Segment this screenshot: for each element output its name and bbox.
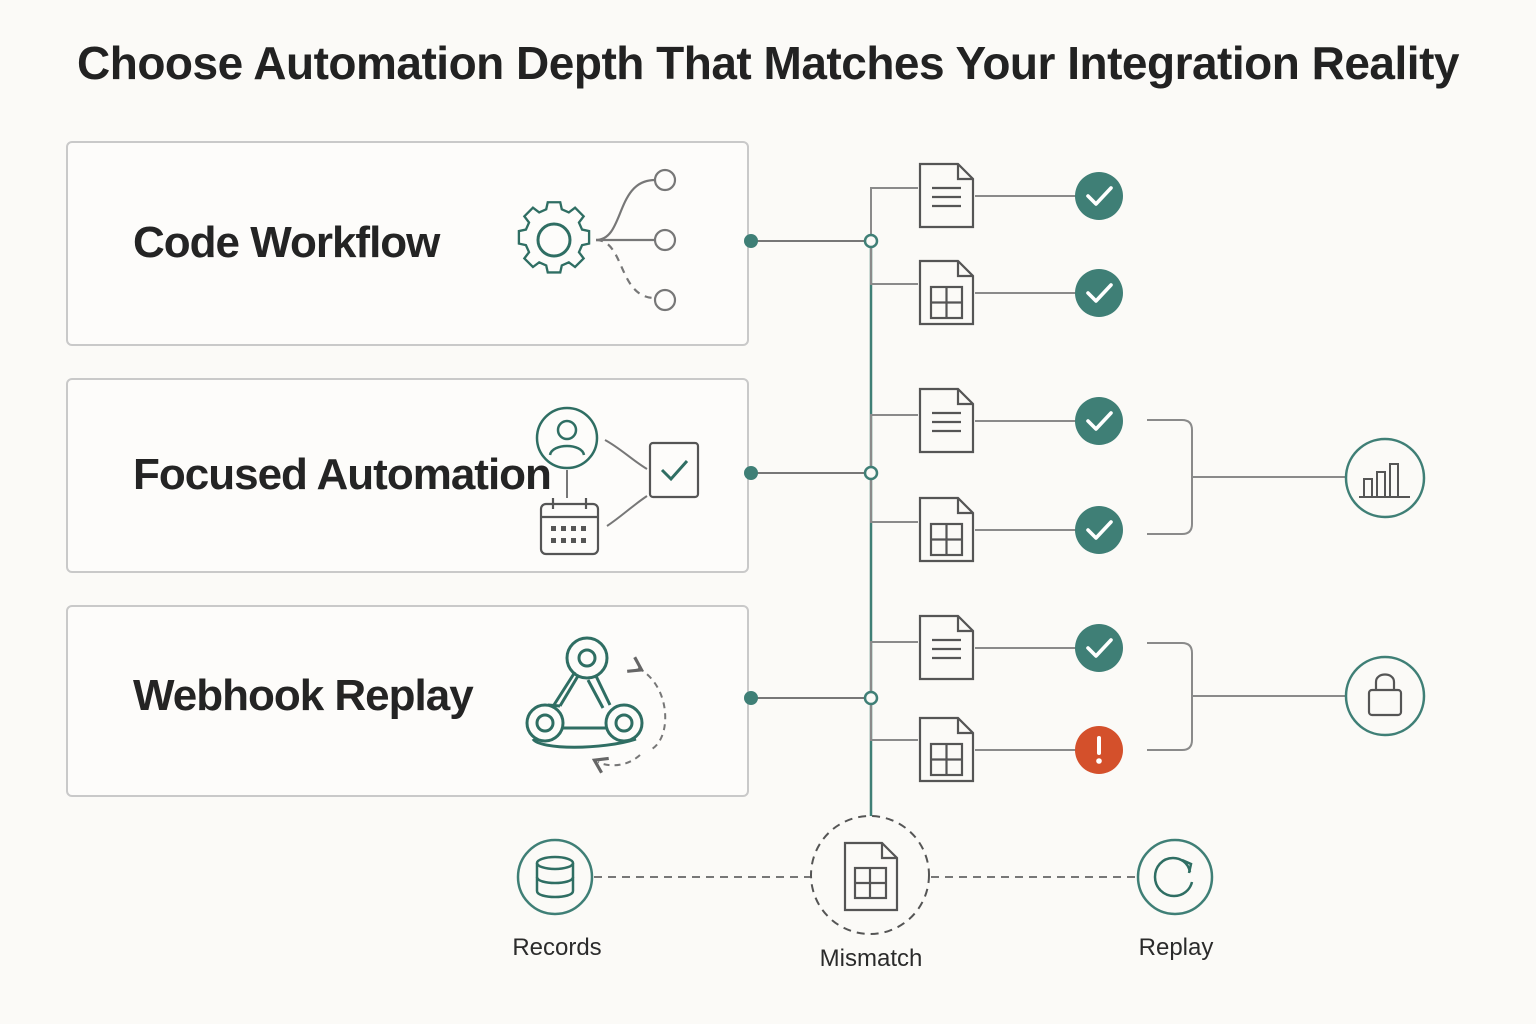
check-icon xyxy=(1075,397,1123,445)
gear-branch-icon xyxy=(517,168,677,312)
mismatch-spreadsheet-icon xyxy=(810,815,930,935)
connector-dot-1 xyxy=(744,234,758,248)
check-icon xyxy=(1075,506,1123,554)
records-label: Records xyxy=(512,934,602,961)
connector-dot-3 xyxy=(744,691,758,705)
panel-label-focused-automation: Focused Automation xyxy=(133,450,552,499)
mismatch-label: Mismatch xyxy=(819,945,923,972)
connector-dot-2 xyxy=(744,466,758,480)
output-row xyxy=(918,496,1123,563)
lock-icon xyxy=(1344,655,1426,737)
spreadsheet-icon xyxy=(918,496,975,563)
document-icon xyxy=(918,162,975,229)
outputs xyxy=(918,162,1123,783)
junction-2 xyxy=(863,465,879,481)
document-icon xyxy=(918,387,975,454)
spreadsheet-icon xyxy=(918,716,975,783)
output-row xyxy=(918,387,1123,454)
output-row xyxy=(918,162,1123,229)
panel-label-webhook-replay: Webhook Replay xyxy=(133,671,474,720)
error-icon xyxy=(1075,726,1123,774)
branch-lines xyxy=(870,187,918,741)
panel-focused-automation[interactable] xyxy=(66,378,749,573)
aggregate-brackets xyxy=(1147,419,1345,751)
bar-chart-icon xyxy=(1344,437,1426,519)
panel-webhook-replay[interactable] xyxy=(66,605,749,797)
user-calendar-task-icon xyxy=(535,406,700,556)
check-icon xyxy=(1075,624,1123,672)
check-icon xyxy=(1075,269,1123,317)
check-icon xyxy=(1075,172,1123,220)
page-title: Choose Automation Depth That Matches You… xyxy=(77,37,1459,89)
junction-3 xyxy=(863,690,879,706)
spreadsheet-icon xyxy=(918,259,975,326)
output-row xyxy=(918,614,1123,681)
output-row xyxy=(918,259,1123,326)
panel-label-code-workflow: Code Workflow xyxy=(133,218,440,267)
panel-code-workflow[interactable] xyxy=(66,141,749,346)
database-icon xyxy=(516,838,594,916)
replay-label: Replay xyxy=(1138,934,1214,961)
gear-icon xyxy=(517,201,591,274)
output-row xyxy=(918,716,1123,783)
document-icon xyxy=(918,614,975,681)
webhook-icon xyxy=(525,636,644,749)
webhook-cycle-icon xyxy=(525,636,667,774)
calendar-icon xyxy=(539,498,600,556)
junction-1 xyxy=(863,233,879,249)
checkbox-icon xyxy=(648,441,700,499)
user-icon xyxy=(535,406,599,470)
replay-icon xyxy=(1136,838,1214,916)
panel-connectors xyxy=(751,240,865,699)
